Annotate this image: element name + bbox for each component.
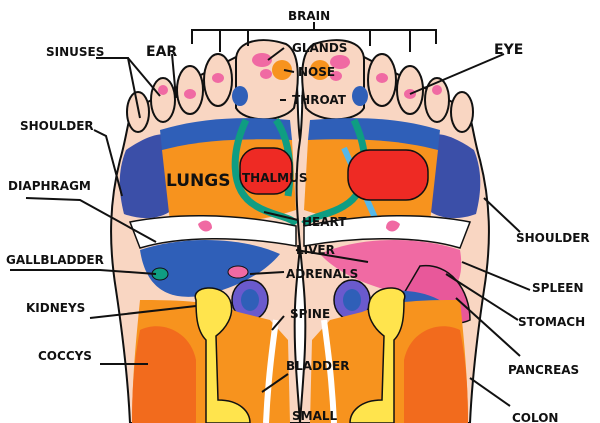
label-ear: Ear [146, 44, 177, 60]
label-glands: Glands [292, 41, 347, 55]
label-shoulder-left: Shoulder [20, 119, 94, 133]
left-shoulder-zone [119, 134, 172, 219]
right-throat-channel [301, 118, 369, 227]
right-toe-5 [450, 91, 474, 133]
left-glands-spot [252, 53, 272, 67]
left-foot [110, 39, 305, 423]
label-coccys: Coccys [38, 349, 92, 363]
right-diaphragm-band [303, 214, 472, 249]
label-spleen: Spleen [532, 281, 584, 295]
label-shoulder-right: Shoulder [516, 231, 590, 245]
right-toe-2-dot [376, 73, 388, 83]
left-blue-band [160, 118, 292, 150]
brain-bracket [191, 22, 437, 52]
right-diaphragm-pink [386, 220, 400, 232]
left-thalmus-zone [239, 147, 293, 195]
labels: Brain Glands Nose Throat Ear Eye Sinuses… [6, 9, 590, 423]
left-adrenals-spot [227, 265, 249, 279]
right-blue-band [308, 118, 440, 150]
label-small: Small [292, 409, 338, 423]
label-gallbladder: Gallbladder [6, 253, 104, 267]
right-toe-4 [424, 77, 450, 123]
left-toe-3-dot [184, 89, 196, 99]
right-bladder-tube [349, 287, 406, 423]
right-big-toe-orange [310, 60, 330, 80]
left-big-toe-blue [232, 86, 248, 106]
label-lungs: Lungs [166, 171, 230, 191]
label-stomach: Stomach [518, 315, 585, 329]
label-adrenals: Adrenals [286, 267, 358, 281]
left-coccyx-zone [132, 326, 196, 423]
left-toe-4 [150, 77, 176, 123]
right-red-zone [347, 149, 429, 201]
label-sinuses: Sinuses [46, 45, 104, 59]
label-heart: Heart [302, 215, 347, 229]
right-kidney-inner [343, 289, 361, 311]
right-spine-line [321, 319, 337, 423]
right-big-toe-blue [352, 86, 368, 106]
label-liver: Liver [296, 243, 335, 257]
label-brain: Brain [288, 9, 330, 23]
label-spine: Spine [290, 307, 330, 321]
right-toe-4-dot [432, 85, 442, 95]
label-thalmus: Thalmus [242, 171, 308, 185]
right-big-toe-pink-2 [330, 71, 342, 81]
left-diaphragm-pink [198, 220, 212, 232]
right-colon-zone [404, 326, 468, 423]
label-nose: Nose [298, 65, 335, 79]
leader-lines [10, 47, 531, 407]
label-pancreas: Pancreas [508, 363, 579, 377]
left-nose-spot [272, 60, 292, 80]
right-shoulder-zone [428, 134, 481, 219]
right-big-toe-pink [330, 55, 350, 69]
label-kidneys: kidneys [26, 301, 85, 315]
left-bladder-tube [194, 287, 251, 423]
left-kidney-inner [241, 289, 259, 311]
left-diaphragm-band [128, 214, 297, 249]
label-bladder: Bladder [286, 359, 349, 373]
label-colon: Colon [512, 411, 558, 423]
left-toe-2-dot [212, 73, 224, 83]
left-big-toe [235, 39, 299, 121]
left-liver-zone [140, 239, 280, 297]
left-toe-4-dot [158, 85, 168, 95]
right-foot [295, 39, 490, 423]
label-throat: Throat [292, 93, 347, 107]
label-diaphragm: Diaphragm [8, 179, 91, 193]
left-big-toe-pink [260, 69, 272, 79]
left-spine-line [263, 319, 279, 423]
label-eye: Eye [494, 42, 523, 58]
